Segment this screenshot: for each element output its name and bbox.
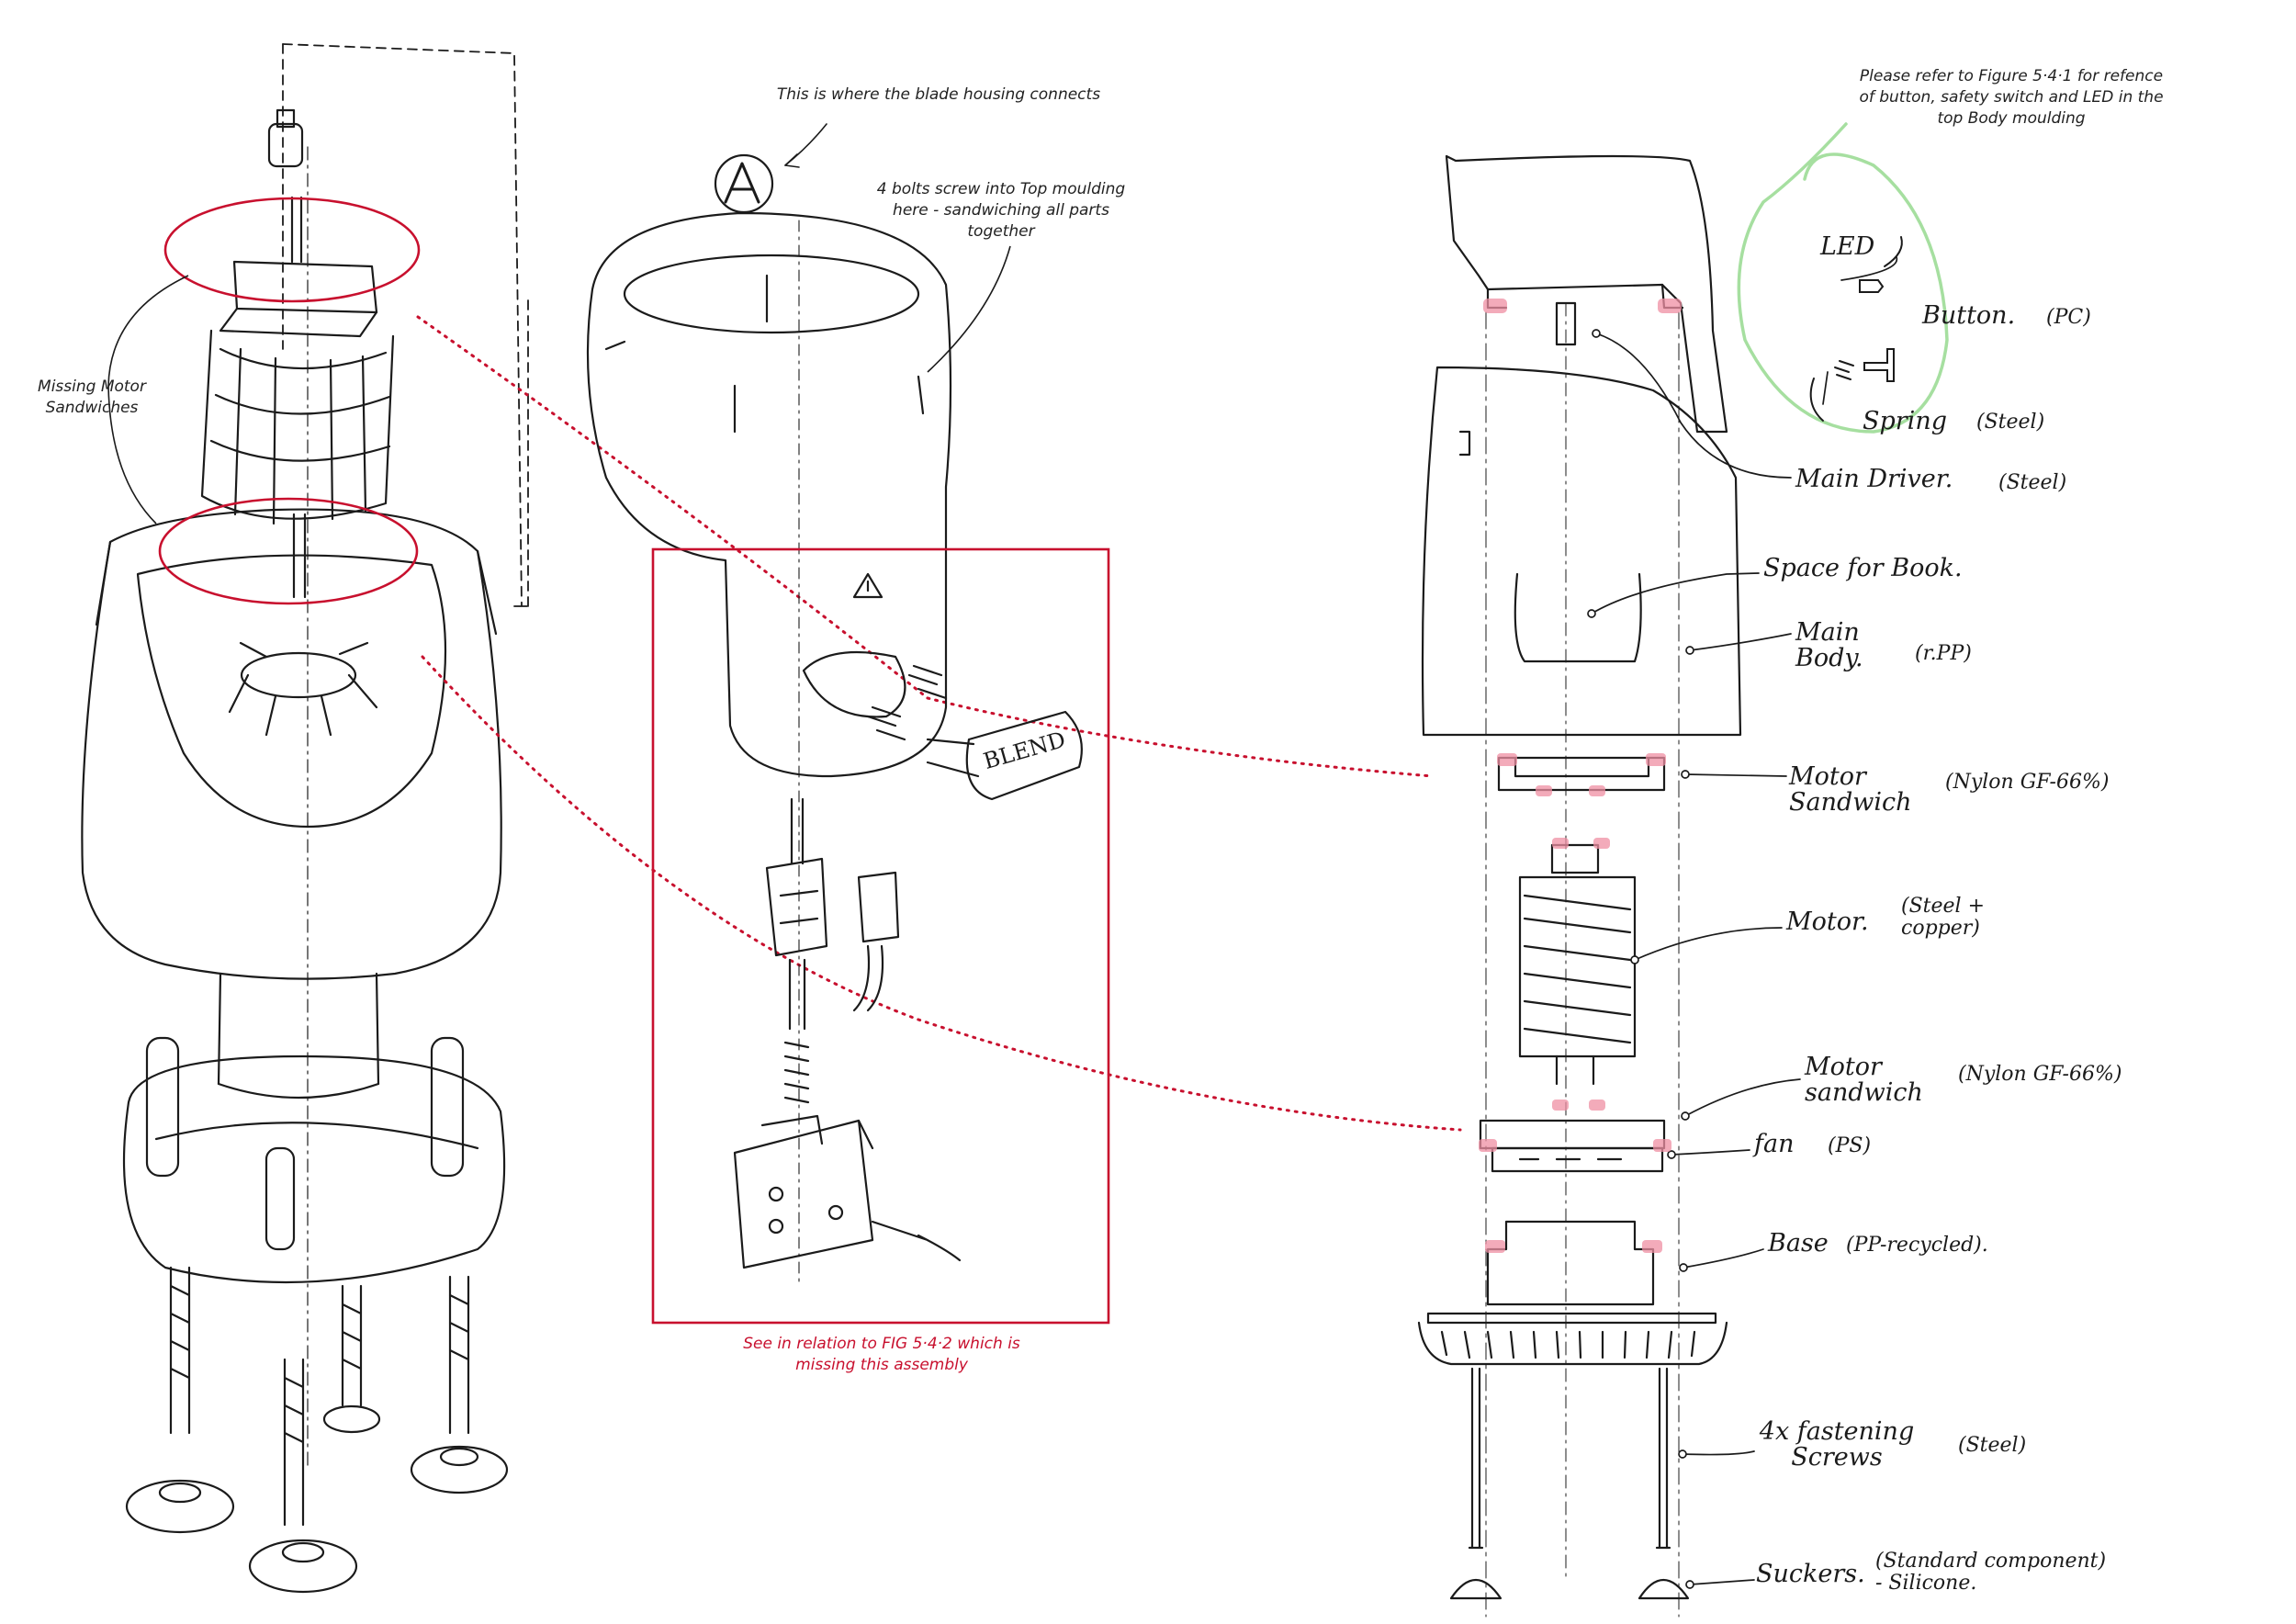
callout-leaders — [1587, 256, 1898, 1589]
motor-sandwich-top-callout: Motor Sandwich — [1789, 762, 1912, 818]
screws-callout: 4x fastening Screws — [1759, 1417, 1915, 1472]
refer-figure-annotation: Please refer to Figure 5·4·1 for refence… — [1859, 67, 2164, 128]
fan-material: (PS) — [1828, 1134, 1872, 1157]
missing-sandwiches-leader — [107, 275, 189, 524]
button-callout: Button. — [1922, 301, 2016, 330]
suckers-material: (Standard component) - Silicone. — [1875, 1550, 2107, 1596]
motor-material: (Steel + copper) — [1901, 895, 1985, 941]
motor-sandwich-bottom-material: (Nylon GF-66%) — [1958, 1063, 2122, 1086]
main-driver-material: (Steel) — [1998, 471, 2067, 494]
motor-sandwich-top-material: (Nylon GF-66%) — [1945, 771, 2110, 794]
spring-material: (Steel) — [1976, 411, 2045, 434]
see-relation-annotation: See in relation to FIG 5·4·2 which is mi… — [743, 1335, 1020, 1374]
missing-sandwiches-annotation: Missing Motor Sandwiches — [38, 378, 146, 417]
space-for-book-callout: Space for Book. — [1763, 554, 1963, 582]
button-material: (PC) — [2046, 306, 2091, 329]
blade-housing-annotation: This is where the blade housing connects — [776, 85, 1101, 104]
switch-assembly-frame — [651, 547, 1110, 1325]
spring-callout: Spring — [1863, 407, 1947, 435]
marker-a-label: A — [731, 165, 755, 198]
suckers-callout: Suckers. — [1756, 1560, 1865, 1588]
relation-dotted-lines — [416, 315, 1462, 1132]
reference-loop — [1737, 122, 1949, 434]
bolts-leader — [927, 245, 1011, 373]
led-callout: LED — [1820, 232, 1875, 261]
left-assembly-sketch — [81, 43, 529, 1594]
base-material: (PP-recycled). — [1846, 1234, 1988, 1257]
base-callout: Base — [1768, 1229, 1829, 1257]
right-assembly-sketch — [1417, 154, 1742, 1618]
screws-material: (Steel) — [1958, 1434, 2027, 1457]
missing-sandwich-highlights — [158, 197, 421, 605]
main-driver-callout: Main Driver. — [1795, 465, 1953, 493]
motor-callout: Motor. — [1786, 908, 1869, 936]
motor-sandwich-bottom-callout: Motor sandwich — [1805, 1053, 1923, 1108]
middle-assembly-sketch — [586, 123, 1083, 1287]
fan-callout: fan — [1754, 1130, 1795, 1158]
bolts-annotation: 4 bolts screw into Top moulding here - s… — [876, 180, 1126, 241]
contact-highlights — [1479, 299, 1682, 1253]
main-body-callout: Main Body. — [1795, 618, 1863, 673]
main-body-material: (r.PP) — [1915, 642, 1972, 665]
button-parts-sketch — [1809, 236, 1903, 422]
